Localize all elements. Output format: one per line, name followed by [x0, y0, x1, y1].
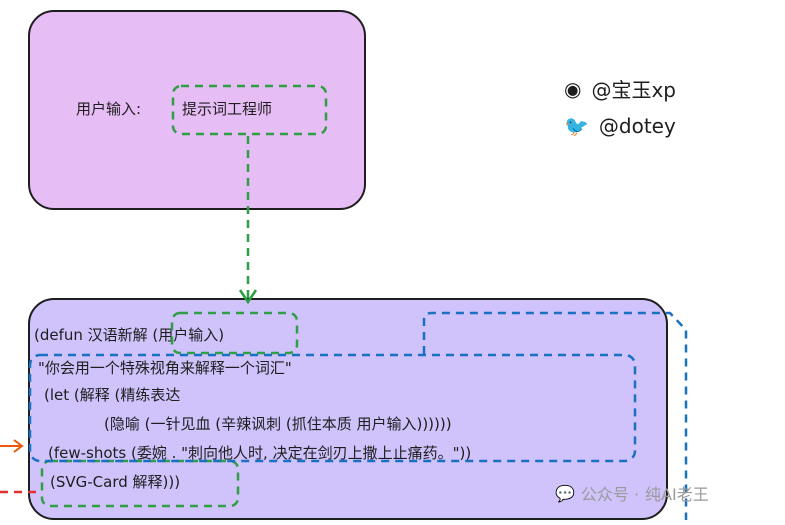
twitter-icon: 🐦 — [564, 114, 589, 138]
user-input-label: 用户输入: — [76, 100, 142, 118]
prompt-highlight — [422, 311, 688, 520]
input-value-highlight — [171, 84, 328, 136]
code-line-4: (隐喻 (一针见血 (辛辣讽刺 (抓住本质 用户输入)))))) — [104, 415, 452, 433]
twitter-handle: @dotey — [598, 114, 676, 138]
code-line-6: (SVG-Card 解释))) — [50, 473, 181, 491]
social-twitter: 🐦 @dotey — [564, 114, 676, 138]
svg-card-highlight — [40, 459, 240, 508]
param-highlight — [170, 311, 299, 355]
user-input-value: 提示词工程师 — [182, 100, 273, 118]
orange-arrow — [0, 439, 24, 453]
wechat-icon: 💬 — [555, 483, 575, 503]
social-weibo: ◉ @宝玉xp — [564, 74, 676, 103]
watermark: 💬 公众号 · 纯AI老王 — [555, 481, 709, 505]
code-line-5: (few-shots (委婉 . "刺向他人时, 决定在剑刃上撒上止痛药。")) — [48, 444, 472, 462]
body-highlight — [28, 353, 637, 463]
user-input-box — [28, 10, 366, 210]
code-line-3: (let (解释 (精练表达 — [44, 386, 181, 404]
code-line-2: "你会用一个特殊视角来解释一个词汇" — [38, 359, 292, 377]
watermark-name: 纯AI老王 — [645, 485, 709, 504]
input-arrowhead — [238, 289, 258, 305]
weibo-handle: @宝玉xp — [591, 78, 676, 102]
function-box — [28, 298, 668, 520]
weibo-icon: ◉ — [564, 76, 582, 101]
code-line-1: (defun 汉语新解 (用户输入) — [34, 326, 225, 344]
watermark-prefix: 公众号 · — [580, 485, 640, 504]
